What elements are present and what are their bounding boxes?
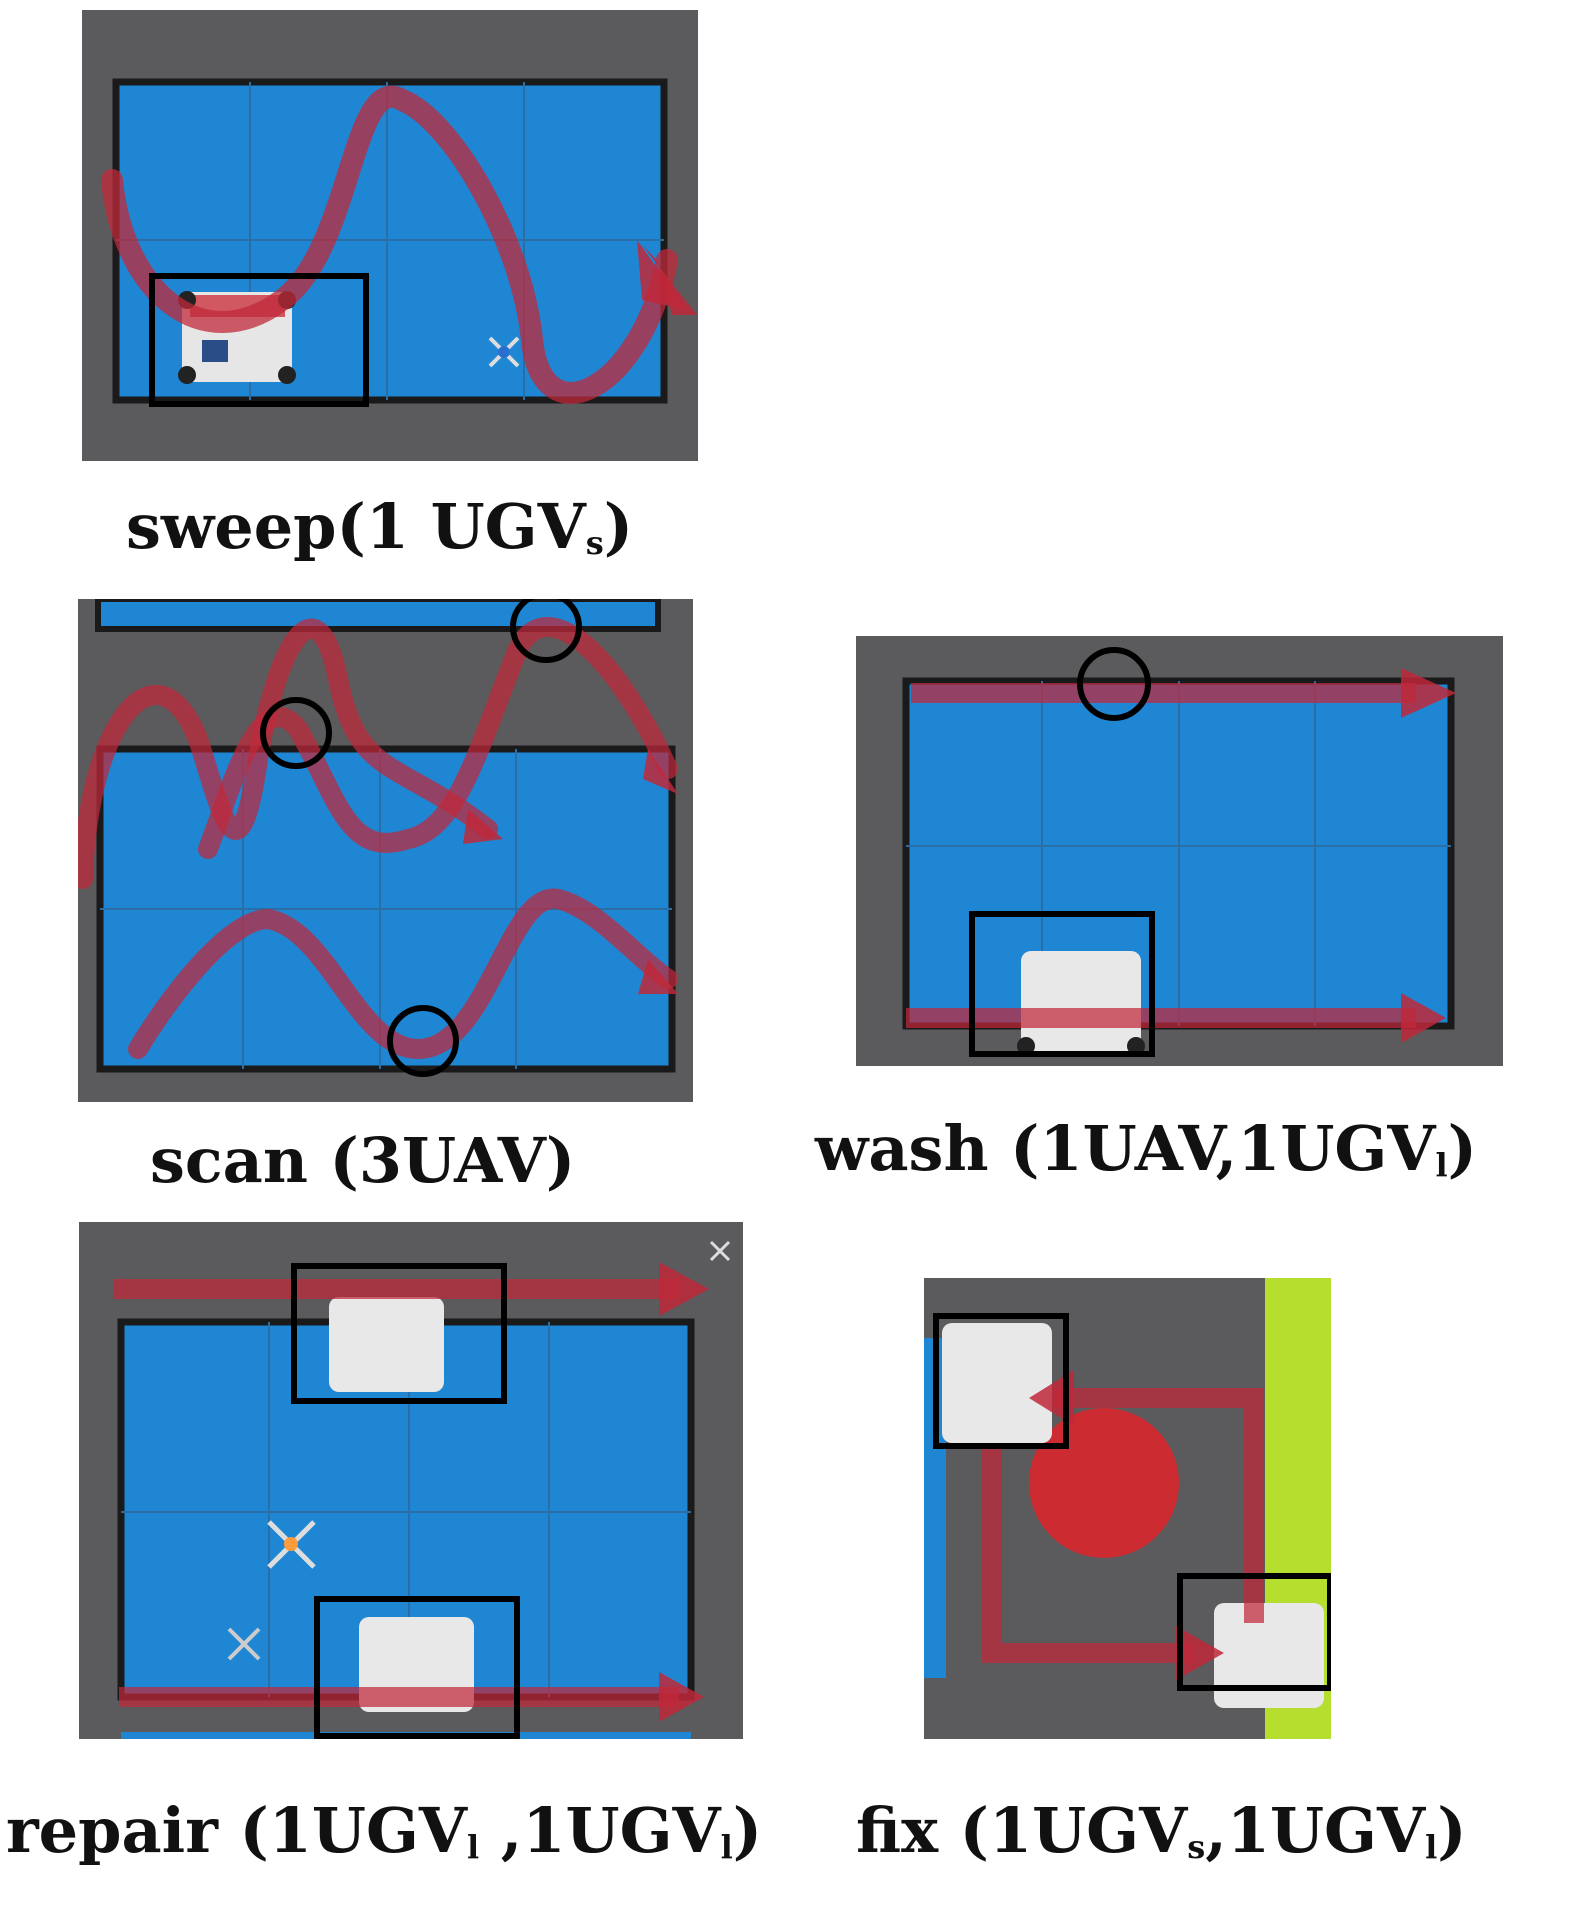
uav-quadrotor (227, 1627, 261, 1661)
uav-quadrotor (709, 1240, 731, 1262)
fix-photo (924, 1278, 1331, 1739)
scan-path-1 (78, 618, 498, 889)
robot-highlight-box (933, 1313, 1069, 1449)
robot-highlight-box (291, 1263, 507, 1404)
ugv-large-robot-bottom (1214, 1603, 1324, 1708)
ugv-large-robot (1017, 951, 1145, 1055)
repair-photo (79, 1222, 743, 1739)
fix-path-2 (982, 1443, 1194, 1663)
sweep-scene (82, 10, 698, 461)
ugv-large-robot-top (329, 1297, 444, 1392)
robot-highlight-box (969, 911, 1155, 1057)
scan-path-3 (128, 888, 678, 1060)
scan-photo (78, 599, 693, 1102)
arrowhead (1029, 1370, 1074, 1426)
sweep-photo (82, 10, 698, 461)
caption-wash: wash (1UAV,1UGVl) (815, 1112, 1477, 1185)
robot-highlight-box (314, 1596, 520, 1739)
caption-repair: repair (1UGVl ,1UGVl) (6, 1794, 763, 1867)
fix-path (1054, 1388, 1264, 1623)
fix-scene (924, 1278, 1331, 1739)
robot-highlight-box (1177, 1573, 1331, 1691)
caption-fix: fix (1UGVs,1UGVl) (856, 1794, 1467, 1867)
arrowhead (1401, 993, 1446, 1043)
arrowhead (1176, 1626, 1224, 1680)
caption-sweep: sweep(1 UGVs) (126, 490, 634, 563)
wash-photo (856, 636, 1503, 1066)
arrowhead (637, 240, 687, 310)
uav-quadrotor (488, 336, 520, 368)
arrowhead (1401, 668, 1456, 718)
mat-edge (924, 1338, 946, 1678)
robot-highlight-box (149, 273, 369, 407)
arrowhead (659, 1262, 709, 1316)
uav-marker-circle (260, 697, 332, 769)
arrowhead (659, 1672, 704, 1722)
uav-marker-circle (387, 1005, 459, 1077)
scan-scene (78, 599, 693, 1102)
sweep-path-arrow (101, 85, 678, 404)
uav-quadrotor (267, 1520, 316, 1569)
uav-marker-circle (1077, 647, 1151, 721)
arrowhead (642, 245, 697, 315)
caption-scan: scan (3UAV) (150, 1124, 576, 1197)
repair-scene (79, 1222, 743, 1739)
uav-marker-circle (510, 599, 582, 663)
wash-scene (856, 636, 1503, 1066)
ugv-large-robot-top (942, 1323, 1052, 1443)
